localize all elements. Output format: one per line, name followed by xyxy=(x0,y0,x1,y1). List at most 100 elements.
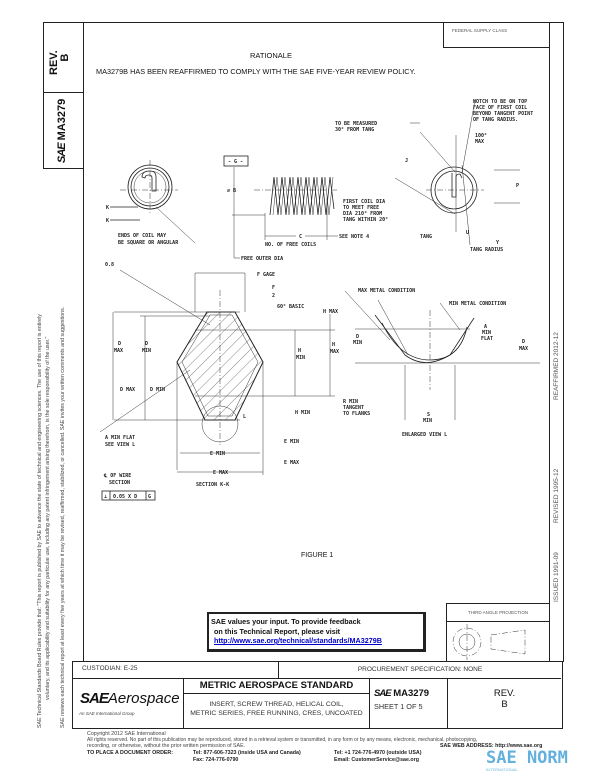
section-title: SECTION K-K xyxy=(196,482,229,488)
tolerance-value: 0.05 X D xyxy=(113,494,137,500)
enlarged-view-l: MAX METAL CONDITION MIN METAL CONDITION … xyxy=(343,288,540,438)
e-min-half-label: E MIN xyxy=(284,439,299,445)
d-min-label: MIN xyxy=(142,348,151,354)
h-max-half-label: H MAX xyxy=(323,309,338,315)
procurement-spec: PROCUREMENT SPECIFICATION: NONE xyxy=(279,662,561,679)
u-label: U xyxy=(466,230,469,236)
wire-centerline-label: ℄ OF WIRE xyxy=(103,472,131,479)
tang-radius-label: TANG RADIUS xyxy=(470,247,503,253)
web-address[interactable]: SAE WEB ADDRESS: http://www.sae.org xyxy=(440,743,543,749)
first-coil-note: TO MEET FREE xyxy=(343,205,379,211)
doc-number-cell: SAE MA3279 SHEET 1 OF 5 xyxy=(370,679,448,728)
h-max-label: H xyxy=(332,342,335,348)
custodian: CUSTODIAN: E-25 xyxy=(73,662,279,679)
a-min-flat-label: FLAT xyxy=(481,336,493,342)
f-half-label: 2 xyxy=(272,293,275,299)
measure-note: TO BE MEASURED xyxy=(335,121,377,127)
r-min-note: R MIN xyxy=(343,399,358,405)
feedback-text: on this Technical Report, please visit xyxy=(214,626,341,636)
rights-text: recording, or otherwise, without the pri… xyxy=(87,743,246,749)
tang-label: TANG xyxy=(420,234,432,240)
notch-note: OF TANG RADIUS. xyxy=(473,117,518,123)
d-max-label: MAX xyxy=(519,346,528,352)
h-min-half-label: H MIN xyxy=(295,410,310,416)
k-label: K xyxy=(106,205,109,211)
notch-note: BEYOND TANGENT POINT xyxy=(473,111,533,117)
sae-norm-watermark: SAE NORM xyxy=(486,748,568,768)
max-metal-label: MAX METAL CONDITION xyxy=(358,288,415,294)
feedback-box: SAE values your input. To provide feedba… xyxy=(207,612,426,652)
email[interactable]: Email: CustomerService@sae.org xyxy=(334,757,419,763)
frame-divider xyxy=(549,22,550,662)
view-l-title: ENLARGED VIEW L xyxy=(402,432,447,438)
feedback-link[interactable]: http://www.sae.org/technical/standards/M… xyxy=(214,636,382,645)
s-min-label: S xyxy=(427,412,430,418)
order-label: TO PLACE A DOCUMENT ORDER: xyxy=(87,750,174,756)
first-coil-note: DIA 210° FROM xyxy=(343,211,382,217)
a-min-flat-label: A xyxy=(484,324,487,330)
e-min-label: E MIN xyxy=(210,451,225,457)
h-min-label: MIN xyxy=(296,355,305,361)
phone-us: Tel: 877-606-7323 (inside USA and Canada… xyxy=(193,750,301,756)
angle-label: MAX xyxy=(475,139,484,145)
c-label: C xyxy=(299,234,302,240)
e-max-label: E MAX xyxy=(213,470,228,476)
figure-caption: FIGURE 1 xyxy=(301,552,334,559)
a-min-flat-label: SEE VIEW L xyxy=(105,442,135,448)
a-min-flat-label: A MIN FLAT xyxy=(105,435,135,441)
revision-cell: REV.B xyxy=(493,688,516,710)
wire-centerline-label: SECTION xyxy=(109,480,130,486)
part-description: INSERT, SCREW THREAD, HELICAL COIL,METRI… xyxy=(184,694,370,728)
e-max-half-label: E MAX xyxy=(284,460,299,466)
r-min-note: TANGENT xyxy=(343,405,364,411)
coil-ends-note: ENDS OF COIL MAY xyxy=(118,233,166,239)
see-note-label: SEE NOTE 4 xyxy=(339,234,369,240)
basic-angle-label: 60° BASIC xyxy=(277,304,304,310)
h-min-label: H xyxy=(298,348,301,354)
tolerance-datum: G xyxy=(148,494,151,500)
s-min-label: MIN xyxy=(423,418,432,424)
phone-intl: Tel: +1 724-776-4970 (outside USA) xyxy=(334,750,422,756)
f-half-label: F xyxy=(272,285,275,291)
d-min-half-label: D MIN xyxy=(150,387,165,393)
a-min-flat-label: MIN xyxy=(482,330,491,336)
coil-ends-note: BE SQUARE OR ANGULAR xyxy=(118,240,179,246)
free-outer-dia-label: FREE OUTER DIA xyxy=(241,256,283,262)
free-coils-label: NO. OF FREE COILS xyxy=(265,242,316,248)
rationale-title: RATIONALE xyxy=(250,51,292,60)
doc-number: MA3279 xyxy=(393,688,430,699)
rationale-text: MA3279B HAS BEEN REAFFIRMED TO COMPLY WI… xyxy=(96,67,416,76)
d-min-label: MIN xyxy=(353,340,362,346)
radius-label: 0.8 xyxy=(105,262,114,268)
coil-end-view-right: NOTCH TO BE ON TOP FACE OF FIRST COIL BE… xyxy=(335,99,533,253)
d-max-label: MAX xyxy=(114,348,123,354)
feedback-text: SAE values your input. To provide feedba… xyxy=(211,617,361,626)
dia-b-label: ⌀ B xyxy=(227,188,236,194)
datum-g: - G - xyxy=(228,159,243,165)
d-max-label: D xyxy=(118,341,121,347)
rights-text: All rights reserved. No part of this pub… xyxy=(87,737,478,743)
standard-title: METRIC AEROSPACE STANDARD xyxy=(184,679,370,694)
min-metal-label: MIN METAL CONDITION xyxy=(449,301,506,307)
federal-supply-class: FEDERAL SUPPLY CLASS xyxy=(452,28,508,33)
j-label: J xyxy=(405,158,408,164)
d-min-label: D xyxy=(356,334,359,340)
k-label: K xyxy=(106,218,109,224)
sheet-number: SHEET 1 OF 5 xyxy=(374,702,423,711)
projection-label: THIRD ANGLE PROJECTION xyxy=(447,604,549,622)
r-min-note: TO FLANKS xyxy=(343,411,370,417)
projection-symbol-icon xyxy=(452,624,526,660)
copyright: Copyright 2012 SAE International xyxy=(87,731,166,737)
title-block: CUSTODIAN: E-25 PROCUREMENT SPECIFICATIO… xyxy=(72,661,563,729)
y-label: Y xyxy=(496,240,499,246)
notch-note: NOTCH TO BE ON TOP xyxy=(473,99,527,105)
sae-aerospace-logo: SAEAerospace An SAE International Group xyxy=(73,679,184,728)
fax: Fax: 724-776-0790 xyxy=(193,757,239,763)
d-max-label: D xyxy=(522,339,525,345)
first-coil-note: FIRST COIL DIA xyxy=(343,199,385,205)
p-label: P xyxy=(516,183,519,189)
view-l-callout: L xyxy=(243,414,246,420)
projection-box: THIRD ANGLE PROJECTION xyxy=(446,603,550,662)
